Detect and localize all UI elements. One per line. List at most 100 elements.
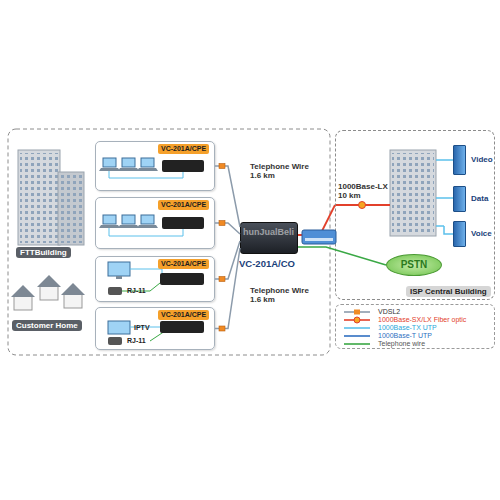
house-roof <box>11 285 35 297</box>
server-label: Data <box>471 194 488 203</box>
tv-screen <box>108 321 130 334</box>
vdsl-marker <box>219 164 225 169</box>
building-windows <box>20 153 58 243</box>
house-body <box>64 294 82 308</box>
cpe-unit <box>160 273 204 285</box>
port-label: RJ-11 <box>127 287 146 295</box>
server-cable <box>444 226 453 234</box>
legend-text: VDSL2 <box>378 308 400 316</box>
legend-sample <box>342 316 372 324</box>
laptop-screen <box>103 158 116 167</box>
legend-marker <box>354 317 360 323</box>
legend-sample <box>342 324 372 332</box>
laptop-base <box>118 168 139 171</box>
lan-cable <box>109 171 183 178</box>
site-box: ISP Central BuildingVideoDataVoicePSTN <box>335 130 495 300</box>
legend-row: VDSL2 <box>342 308 492 316</box>
vdsl-marker <box>219 221 225 226</box>
service-label: IPTV <box>134 324 150 332</box>
laptop-screen <box>141 215 154 224</box>
legend-row: Telephone wire <box>342 340 492 348</box>
connector <box>215 248 240 329</box>
network-switch <box>302 230 336 244</box>
legend-box: VDSL21000Base-SX/LX Fiber optic1000Base-… <box>335 304 495 349</box>
cpe-box: VC-201A/CPE <box>95 141 215 191</box>
laptop-base <box>137 168 158 171</box>
legend-row: 1000Base-TX UTP <box>342 324 492 332</box>
legend-sample <box>342 340 372 348</box>
device-tag: VC-201A/CPE <box>158 200 209 210</box>
laptop-screen <box>122 215 135 224</box>
legend-row: 1000Base-SX/LX Fiber optic <box>342 316 492 324</box>
device-tag: VC-201A/CPE <box>158 310 209 320</box>
building-windows <box>60 175 82 243</box>
house-roof <box>37 275 61 287</box>
cpe-box: VC-201A/CPE RJ-11 <box>95 256 215 302</box>
server-icon: Data <box>453 186 466 212</box>
laptop-base <box>137 225 158 228</box>
house-body <box>40 286 58 300</box>
cpe-box: VC-201A/CPE IPTV RJ-11 <box>95 307 215 350</box>
cpe-box: VC-201A/CPE <box>95 197 215 249</box>
legend-marker <box>354 310 360 315</box>
pstn-cloud: PSTN <box>386 254 442 276</box>
building-tower <box>18 150 60 245</box>
network-label: PSTN <box>387 255 441 275</box>
pc-monitor <box>108 262 130 276</box>
telephone <box>108 287 122 295</box>
cpe-unit <box>162 217 204 229</box>
edge-label: Telephone Wire 1.6 km <box>250 286 316 304</box>
laptop-screen <box>122 158 135 167</box>
device-tag: VC-201A/CPE <box>158 144 209 154</box>
legend-text: 1000Base-T UTP <box>378 332 432 340</box>
legend-line <box>344 335 370 337</box>
connector <box>215 166 240 227</box>
connector <box>298 247 386 265</box>
legend-text: 1000Base-SX/LX Fiber optic <box>378 316 466 324</box>
legend-sample <box>342 308 372 316</box>
laptop-base <box>99 225 120 228</box>
lan-cable <box>130 269 162 273</box>
cpe-unit <box>162 160 204 172</box>
lan-cable <box>109 228 183 236</box>
house-roof <box>61 283 85 295</box>
server-label: Voice <box>471 229 492 238</box>
server-label: Video <box>471 155 493 164</box>
switch-ports <box>305 238 333 241</box>
edge-label: 1000Base-LX 10 km <box>338 182 392 200</box>
laptop-base <box>118 225 139 228</box>
telephone <box>108 337 122 345</box>
area-tag: Customer Home <box>12 320 82 331</box>
server-cable <box>436 159 453 161</box>
legend-line <box>344 327 370 329</box>
co-device: VC-201A/CO <box>240 222 298 254</box>
monitor-stand <box>116 276 122 279</box>
legend-text: 1000Base-TX UTP <box>378 324 437 332</box>
server-cable <box>436 197 453 199</box>
server-cable <box>436 225 444 227</box>
port-label: RJ-11 <box>127 337 146 345</box>
server-building <box>390 150 436 236</box>
area-tag: FTTBuilding <box>16 247 71 258</box>
device-tag: VC-201A/CPE <box>158 259 209 269</box>
site-boundary <box>8 129 330 355</box>
vdsl-marker <box>219 326 225 331</box>
fiber-marker <box>359 202 366 209</box>
legend-text: Telephone wire <box>378 340 425 348</box>
house-body <box>14 296 32 310</box>
cpe-unit <box>160 321 204 333</box>
server-icon: Video <box>453 145 466 175</box>
watermark: hunJualBeli <box>243 227 294 237</box>
legend-line <box>344 343 370 345</box>
device-label: VC-201A/CO <box>239 259 295 270</box>
laptop-screen <box>103 215 116 224</box>
laptop-screen <box>141 158 154 167</box>
legend-sample <box>342 332 372 340</box>
server-icon: Voice <box>453 221 466 247</box>
vdsl-marker <box>219 277 225 282</box>
building-windows <box>392 153 434 233</box>
